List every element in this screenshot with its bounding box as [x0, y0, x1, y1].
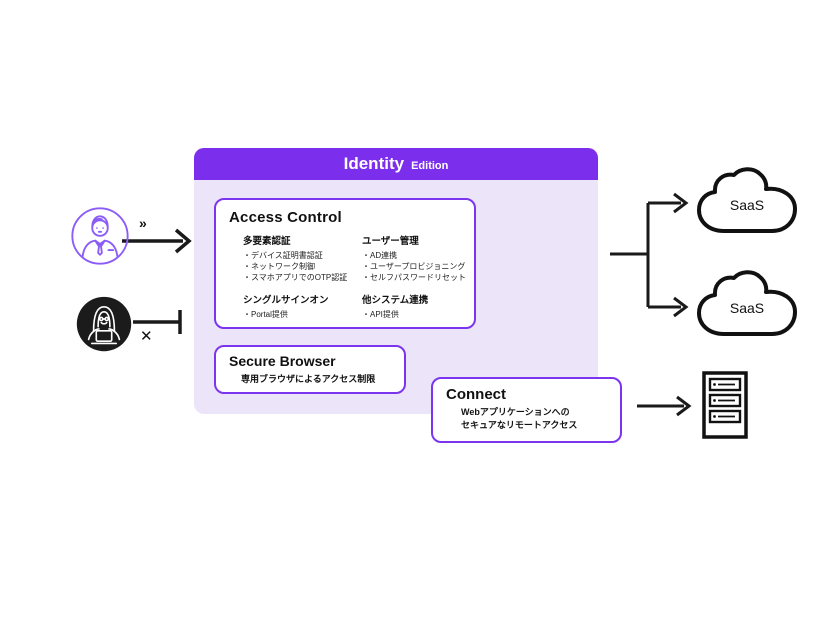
saas-label: SaaS: [730, 197, 764, 213]
panel-header: Identity Edition: [194, 148, 598, 180]
feature-item: ・AD連携: [362, 251, 398, 260]
server-icon: [701, 370, 749, 445]
blocked-x-marker: ✕: [140, 328, 153, 345]
feature-item: ・セルフパスワードリセット: [362, 273, 466, 282]
feature-item: ・スマホアプリでのOTP認証: [243, 273, 348, 282]
edition-label: Edition: [411, 159, 449, 172]
connect-description-line2: セキュアなリモートアクセス: [461, 420, 578, 430]
feature-item: ・API提供: [362, 310, 399, 319]
feature-item: ・ネットワーク制御: [243, 262, 315, 271]
feature-group-heading: シングルサインオン: [243, 295, 329, 306]
saas-cloud-icon: SaaS: [692, 270, 804, 349]
attacker-icon: [75, 295, 133, 358]
feature-group-sso: シングルサインオン ・Portal提供: [243, 292, 362, 320]
allowed-arrow: [122, 228, 192, 254]
access-control-columns: 多要素認証 ・デバイス証明書認証 ・ネットワーク制御 ・スマホアプリでのOTP認…: [243, 233, 474, 320]
saas-cloud-icon: SaaS: [692, 167, 804, 246]
secure-browser-description: 専用ブラウザによるアクセス制限: [241, 374, 376, 384]
feature-item: ・ユーザープロビジョニング: [362, 262, 466, 271]
server-arrow: [637, 395, 692, 417]
feature-group-integration: 他システム連携 ・API提供: [362, 292, 466, 320]
authorized-user-icon: [70, 206, 130, 271]
connect-title: Connect: [446, 386, 506, 403]
allowed-chevrons-marker: »: [139, 215, 147, 231]
secure-browser-card: Secure Browser 専用ブラウザによるアクセス制限: [214, 345, 406, 394]
access-control-column-1: 多要素認証 ・デバイス証明書認証 ・ネットワーク制御 ・スマホアプリでのOTP認…: [243, 233, 362, 320]
feature-group-heading: 多要素認証: [243, 236, 291, 247]
access-control-card: Access Control 多要素認証 ・デバイス証明書認証 ・ネットワーク制…: [214, 198, 476, 329]
feature-item: ・Portal提供: [243, 310, 288, 319]
saas-label: SaaS: [730, 300, 764, 316]
feature-group-heading: ユーザー管理: [362, 236, 419, 247]
connect-description-line1: Webアプリケーションへの: [461, 407, 570, 417]
feature-group-mfa: 多要素認証 ・デバイス証明書認証 ・ネットワーク制御 ・スマホアプリでのOTP認…: [243, 233, 362, 283]
feature-group-user-management: ユーザー管理 ・AD連携 ・ユーザープロビジョニング ・セルフパスワードリセット: [362, 233, 466, 283]
saas-branch-arrows: [610, 192, 689, 318]
connect-card: Connect Webアプリケーションへの セキュアなリモートアクセス: [431, 377, 622, 443]
secure-browser-title: Secure Browser: [229, 353, 336, 369]
access-control-title: Access Control: [229, 209, 342, 226]
product-name: Identity: [343, 154, 405, 173]
feature-group-heading: 他システム連携: [362, 295, 429, 306]
feature-item: ・デバイス証明書認証: [243, 251, 323, 260]
access-control-column-2: ユーザー管理 ・AD連携 ・ユーザープロビジョニング ・セルフパスワードリセット…: [362, 233, 466, 320]
